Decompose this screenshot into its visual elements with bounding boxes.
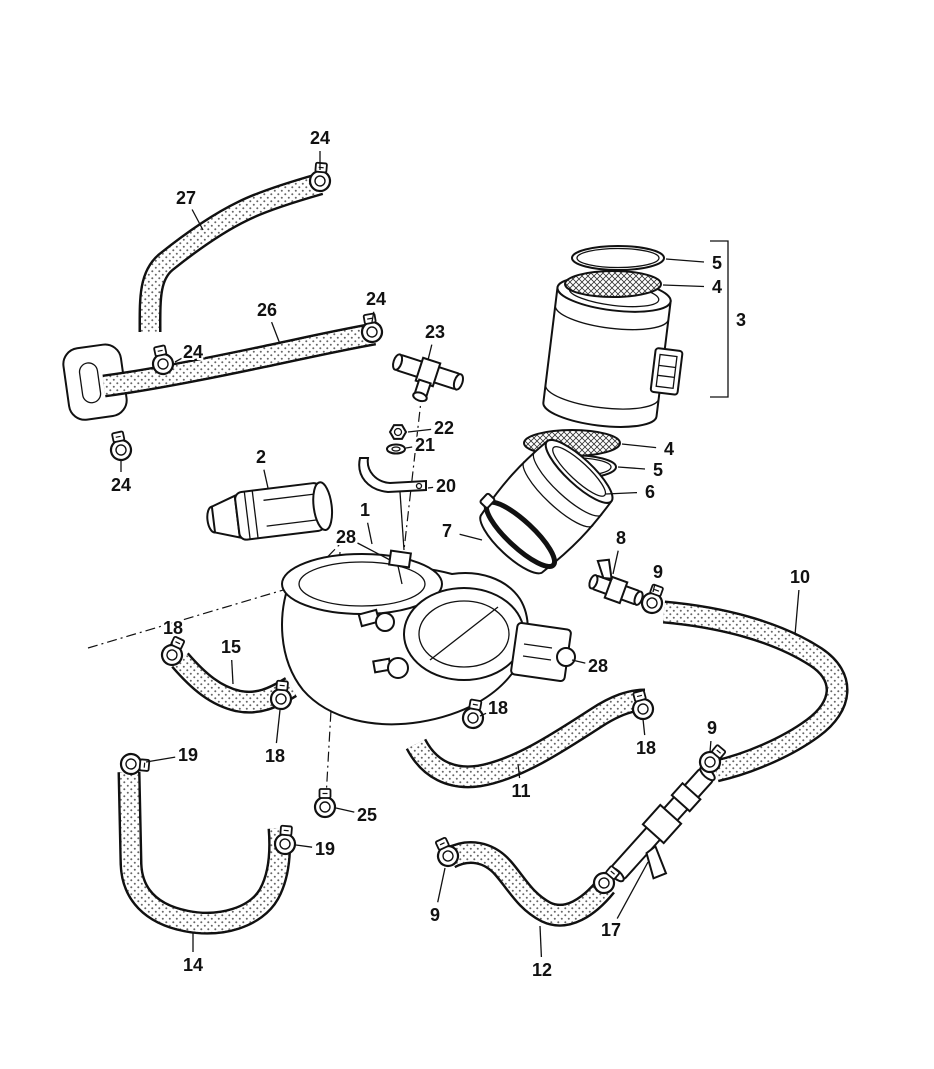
callout-18: 18: [265, 746, 285, 766]
clamp-bracket-20: [358, 457, 427, 551]
leader-line: [371, 311, 375, 323]
leader-line: [709, 740, 712, 753]
leader-line: [652, 584, 656, 593]
leader-line: [275, 709, 281, 744]
leader-line: [174, 357, 182, 363]
intake-boot: [479, 438, 614, 575]
callout-20: 20: [436, 476, 456, 496]
callout-4: 4: [712, 277, 722, 297]
switch-28: [510, 622, 576, 682]
o-ring-top: [571, 245, 665, 271]
leader-line: [145, 756, 176, 763]
leader-line: [437, 867, 446, 903]
leader-line: [295, 844, 313, 848]
leader-line: [479, 712, 487, 717]
leader-line: [231, 659, 234, 685]
sensor-28-top: [387, 549, 413, 585]
leader-line: [794, 589, 800, 636]
hose-10: [664, 612, 837, 771]
callout-6: 6: [645, 482, 655, 502]
leader-line: [642, 718, 646, 736]
tee-fitting-23: [392, 353, 464, 403]
leader-line: [366, 522, 373, 545]
callout-28: 28: [336, 527, 356, 547]
callout-18: 18: [488, 698, 508, 718]
hose-clamp: [119, 752, 151, 777]
alignment-dashes: [87, 584, 301, 649]
callout-27: 27: [176, 188, 196, 208]
alignment-dashes: [403, 391, 423, 551]
callout-22: 22: [434, 418, 454, 438]
bracket-3: [710, 240, 729, 398]
screen-disc-top: [564, 270, 662, 298]
callout-17: 17: [601, 920, 621, 940]
callout-14: 14: [183, 955, 203, 975]
leader-line: [357, 542, 391, 561]
callout-3: 3: [736, 310, 746, 330]
hose-clamp: [313, 787, 337, 819]
leader-line: [407, 428, 432, 433]
nut-22: [388, 424, 408, 440]
hose-clamp: [106, 429, 134, 463]
callout-28: 28: [588, 656, 608, 676]
callout-26: 26: [257, 300, 277, 320]
callout-10: 10: [790, 567, 810, 587]
hose-12: [450, 853, 606, 916]
callout-19: 19: [178, 745, 198, 765]
leader-line: [539, 925, 543, 958]
callout-19: 19: [315, 839, 335, 859]
callout-23: 23: [425, 322, 445, 342]
callout-24: 24: [111, 475, 131, 495]
leader-line: [617, 466, 646, 470]
callout-9: 9: [430, 905, 440, 925]
callout-9: 9: [707, 718, 717, 738]
callout-25: 25: [357, 805, 377, 825]
callout-24: 24: [183, 342, 203, 362]
callout-11: 11: [511, 781, 530, 801]
idle-valve-2: [206, 481, 334, 541]
hose-clamp: [638, 581, 669, 617]
leader-line: [616, 861, 649, 919]
inline-valve-17: [608, 765, 716, 883]
callout-5: 5: [653, 460, 663, 480]
callout-5: 5: [712, 253, 722, 273]
leader-line: [605, 491, 638, 495]
leader-line: [621, 443, 657, 449]
leader-line: [665, 258, 705, 263]
hose-14: [129, 772, 280, 923]
callout-2: 2: [256, 447, 266, 467]
leader-line: [662, 284, 705, 288]
leader-line: [427, 486, 434, 489]
hose-26: [104, 334, 374, 386]
callout-24: 24: [366, 289, 386, 309]
clamp-band-7: [479, 492, 558, 569]
throttle-body: [281, 549, 529, 726]
leader-line: [571, 659, 586, 664]
callout-24: 24: [310, 128, 330, 148]
leader-line: [612, 550, 619, 575]
callout-8: 8: [616, 528, 626, 548]
leader-line: [270, 321, 281, 345]
leader-line: [263, 469, 269, 489]
hose-clamp: [627, 687, 657, 723]
callout-9: 9: [653, 562, 663, 582]
leader-line: [427, 344, 433, 361]
callout-18: 18: [636, 738, 656, 758]
leader-line: [517, 763, 521, 779]
callout-15: 15: [221, 637, 241, 657]
leader-line: [335, 807, 355, 813]
callout-4: 4: [664, 439, 674, 459]
leader-line: [191, 209, 204, 231]
leader-line: [459, 533, 483, 541]
callout-12: 12: [532, 960, 552, 980]
callout-21: 21: [415, 435, 435, 455]
callout-18: 18: [163, 618, 183, 638]
callout-1: 1: [360, 500, 370, 520]
leader-line: [405, 446, 413, 449]
washer-21: [386, 443, 406, 455]
callout-7: 7: [442, 521, 452, 541]
